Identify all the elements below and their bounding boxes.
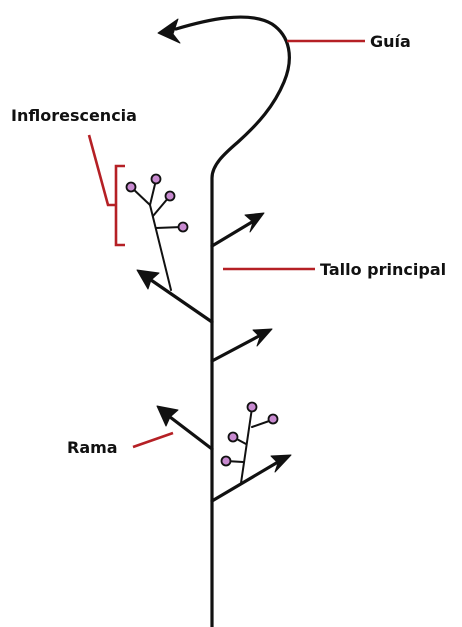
main-stem-label: Tallo principal [320,260,446,279]
flower-bud [127,183,136,192]
flower-bud [166,192,175,201]
branch-leader-line [133,433,173,447]
inflorescence-bracket [116,166,125,245]
main-stem [176,17,289,627]
flower-bud [152,175,161,184]
flower-bud [269,415,278,424]
branch-upper-right [212,222,252,246]
branch-lower-right [212,462,278,501]
branch-upper-right-arrowhead [245,213,264,232]
branch-rama-arrowhead [157,406,178,426]
flower-bud [248,403,257,412]
inflorescence-label: Inflorescencia [11,106,137,125]
branch-inflorescence-arrowhead [137,270,159,289]
inflorescence-leader-line [89,135,116,205]
guide-label: Guía [370,32,411,51]
flower-bud [222,457,231,466]
branch-inflorescence [151,280,212,322]
flower-bud [179,223,188,232]
branch-middle-right [212,336,259,361]
lower-flower-cluster [222,403,278,484]
flower-bud [229,433,238,442]
branch-label: Rama [67,438,118,457]
branch-rama [170,417,212,449]
guide-arrowhead [158,19,180,43]
